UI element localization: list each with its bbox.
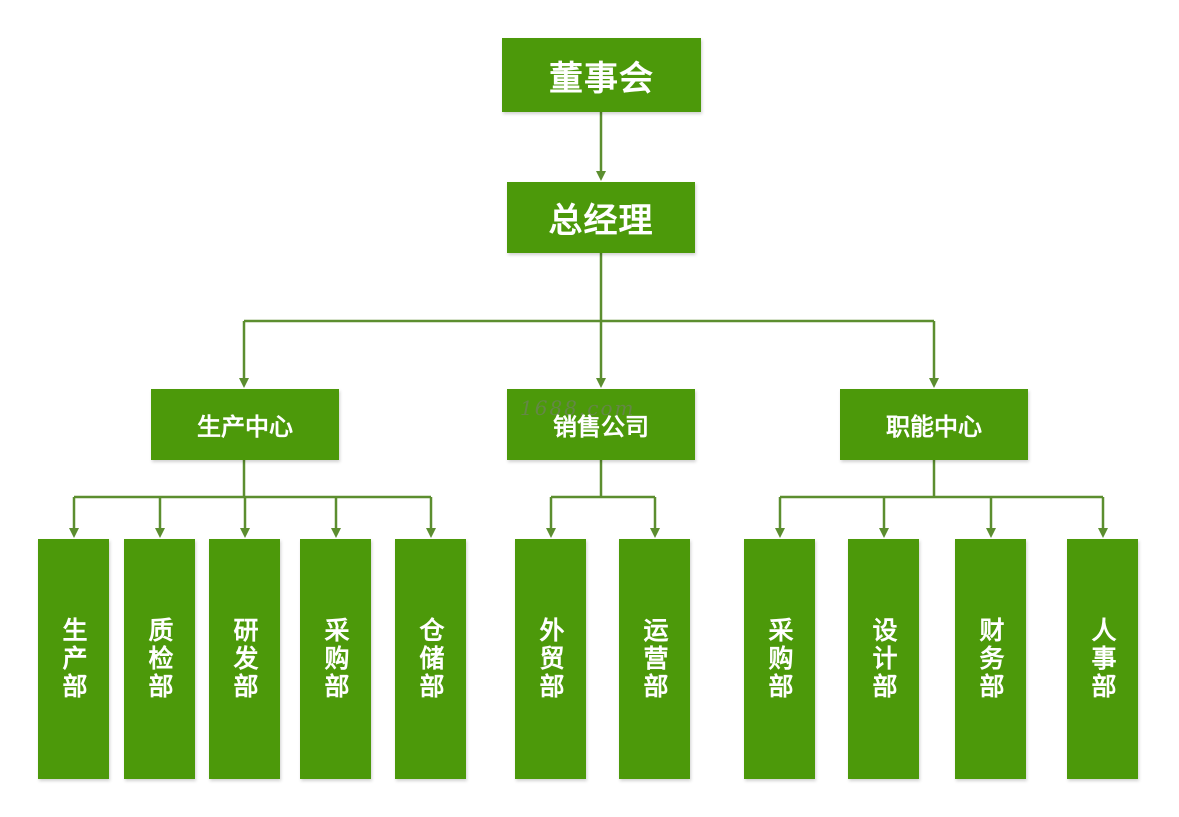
dept-label: 生产部 [59, 617, 88, 701]
rnd-dept-box: 研发部 [209, 539, 280, 779]
dept-label: 研发部 [230, 617, 259, 701]
sales-company-box: 销售公司 [507, 389, 695, 460]
dept-label: 外贸部 [536, 617, 565, 701]
production-center-box: 生产中心 [151, 389, 339, 460]
dept-label: 采购部 [321, 617, 350, 701]
production-dept-box: 生产部 [38, 539, 109, 779]
general-manager-box: 总经理 [507, 182, 695, 253]
purchasing-dept-box: 采购部 [300, 539, 371, 779]
board-of-directors-label: 董事会 [549, 58, 654, 99]
general-manager-label: 总经理 [548, 201, 654, 241]
purchasing-dept-box: 采购部 [744, 539, 815, 779]
operations-dept-box: 运营部 [619, 539, 690, 779]
dept-label: 采购部 [765, 617, 794, 701]
watermark: 1688.com [520, 396, 636, 420]
dept-label: 财务部 [976, 617, 1005, 701]
dept-label: 设计部 [869, 617, 898, 701]
dept-label: 运营部 [640, 617, 669, 701]
hr-dept-box: 人事部 [1067, 539, 1138, 779]
functional-center-label: 职能中心 [886, 413, 982, 441]
dept-label: 仓储部 [416, 617, 445, 701]
dept-label: 质检部 [145, 617, 174, 701]
finance-dept-box: 财务部 [955, 539, 1026, 779]
production-center-label: 生产中心 [197, 413, 293, 441]
board-of-directors-box: 董事会 [502, 38, 701, 112]
warehouse-dept-box: 仓储部 [395, 539, 466, 779]
foreign-trade-dept-box: 外贸部 [515, 539, 586, 779]
design-dept-box: 设计部 [848, 539, 919, 779]
sales-company-label: 销售公司 [553, 413, 649, 441]
functional-center-box: 职能中心 [840, 389, 1028, 460]
quality-dept-box: 质检部 [124, 539, 195, 779]
dept-label: 人事部 [1088, 617, 1117, 701]
